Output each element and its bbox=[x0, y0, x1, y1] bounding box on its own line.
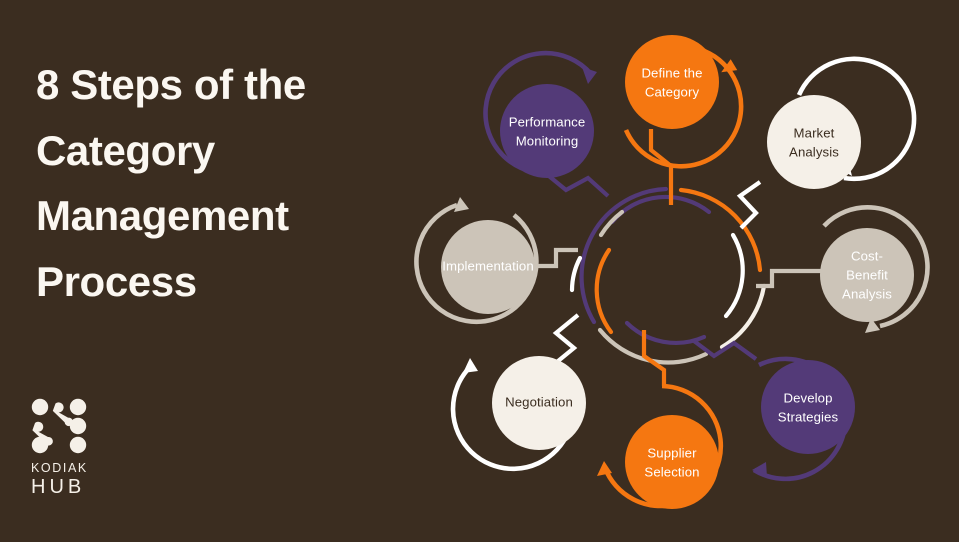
connector-cost-benefit-analysis bbox=[756, 268, 824, 289]
step-node-cost-benefit-analysis[interactable]: Cost- Benefit Analysis bbox=[820, 205, 930, 333]
step-circle-market-analysis[interactable] bbox=[767, 95, 861, 189]
step-label-supplier-selection-line1: Supplier bbox=[647, 445, 697, 460]
step-arrowhead-implementation bbox=[454, 197, 469, 212]
connector-develop-strategies bbox=[692, 339, 758, 361]
wordmark-bottom: HUB bbox=[31, 476, 85, 498]
step-node-implementation[interactable]: Implementation bbox=[414, 197, 539, 325]
step-label-define-the-category-line1: Define the bbox=[641, 65, 702, 80]
center-outer-arc-cream bbox=[719, 283, 767, 350]
kodiak-hub-wordmark: KODIAK HUB bbox=[31, 461, 88, 498]
step-label-market-analysis-line2: Analysis bbox=[789, 144, 839, 159]
title-panel: 8 Steps of the Category Management Proce… bbox=[36, 52, 416, 314]
step-arc-implementation bbox=[414, 202, 539, 325]
center-outer-arc-purple bbox=[579, 186, 669, 325]
step-circle-implementation[interactable] bbox=[441, 220, 535, 314]
page-title: 8 Steps of the Category Management Proce… bbox=[36, 61, 306, 305]
step-circle-define-the-category[interactable] bbox=[625, 35, 719, 129]
step-arc-define-the-category bbox=[623, 44, 744, 169]
center-inner-arc-white bbox=[723, 232, 745, 319]
step-circle-cost-benefit-analysis[interactable] bbox=[820, 228, 914, 322]
category-management-cycle-diagram: Define the Category Market Analysis Cost… bbox=[404, 0, 959, 542]
step-node-negotiation[interactable]: Negotiation bbox=[450, 356, 586, 472]
step-node-market-analysis[interactable]: Market Analysis bbox=[767, 56, 917, 189]
step-node-develop-strategies[interactable]: Develop Strategies bbox=[752, 356, 855, 482]
connector-define-the-category bbox=[648, 129, 674, 205]
center-inner-arc-orange bbox=[594, 247, 614, 335]
step-label-implementation: Implementation bbox=[442, 258, 534, 273]
step-label-cost-benefit-analysis-line1: Cost- bbox=[851, 248, 883, 263]
step-arrowhead-negotiation bbox=[463, 358, 478, 373]
step-label-develop-strategies-line1: Develop bbox=[783, 390, 832, 405]
step-label-negotiation: Negotiation bbox=[505, 394, 573, 409]
step-label-performance-monitoring-line2: Monitoring bbox=[516, 133, 579, 148]
step-label-develop-strategies-line2: Strategies bbox=[778, 409, 839, 424]
connector-performance-monitoring bbox=[542, 170, 610, 198]
connector-negotiation bbox=[550, 313, 580, 368]
step-label-cost-benefit-analysis-line3: Analysis bbox=[842, 286, 892, 301]
center-outer-arc-taupe bbox=[597, 327, 709, 365]
step-label-market-analysis-line1: Market bbox=[794, 125, 835, 140]
connector-market-analysis bbox=[736, 180, 762, 230]
connector-supplier-selection bbox=[641, 330, 667, 386]
center-inner-ring bbox=[569, 194, 745, 345]
center-inner-arc-purple-bottom bbox=[624, 320, 707, 345]
step-arrowhead-supplier-selection bbox=[597, 461, 612, 476]
step-circle-negotiation[interactable] bbox=[492, 356, 586, 450]
center-inner-tick-white bbox=[569, 255, 583, 293]
center-outer-arc-orange bbox=[678, 187, 763, 273]
step-circle-supplier-selection[interactable] bbox=[625, 415, 719, 509]
step-arc-market-analysis bbox=[796, 56, 917, 182]
kodiak-hub-logo-icon bbox=[31, 398, 87, 454]
step-arrowhead-performance-monitoring bbox=[582, 67, 597, 84]
step-node-define-the-category[interactable]: Define the Category bbox=[623, 35, 744, 169]
step-node-performance-monitoring[interactable]: Performance Monitoring bbox=[483, 50, 597, 178]
step-label-performance-monitoring-line1: Performance bbox=[509, 114, 586, 129]
step-label-define-the-category-line2: Category bbox=[645, 84, 700, 99]
step-arrowhead-define-the-category bbox=[721, 59, 738, 73]
brand-logo: KODIAK HUB bbox=[31, 398, 161, 500]
step-arc-performance-monitoring bbox=[483, 50, 593, 175]
center-outer-ring bbox=[579, 186, 767, 365]
center-inner-tick-taupe bbox=[598, 209, 625, 238]
step-arrowhead-develop-strategies bbox=[752, 462, 767, 477]
step-label-supplier-selection-line2: Selection bbox=[644, 464, 699, 479]
step-arc-cost-benefit-analysis bbox=[822, 205, 930, 329]
step-circle-performance-monitoring[interactable] bbox=[500, 84, 594, 178]
step-arrowhead-cost-benefit-analysis bbox=[865, 318, 880, 333]
step-circle-develop-strategies[interactable] bbox=[761, 360, 855, 454]
step-node-supplier-selection[interactable]: Supplier Selection bbox=[597, 383, 724, 509]
wordmark-top: KODIAK bbox=[31, 461, 88, 475]
step-label-cost-benefit-analysis-line2: Benefit bbox=[846, 267, 888, 282]
